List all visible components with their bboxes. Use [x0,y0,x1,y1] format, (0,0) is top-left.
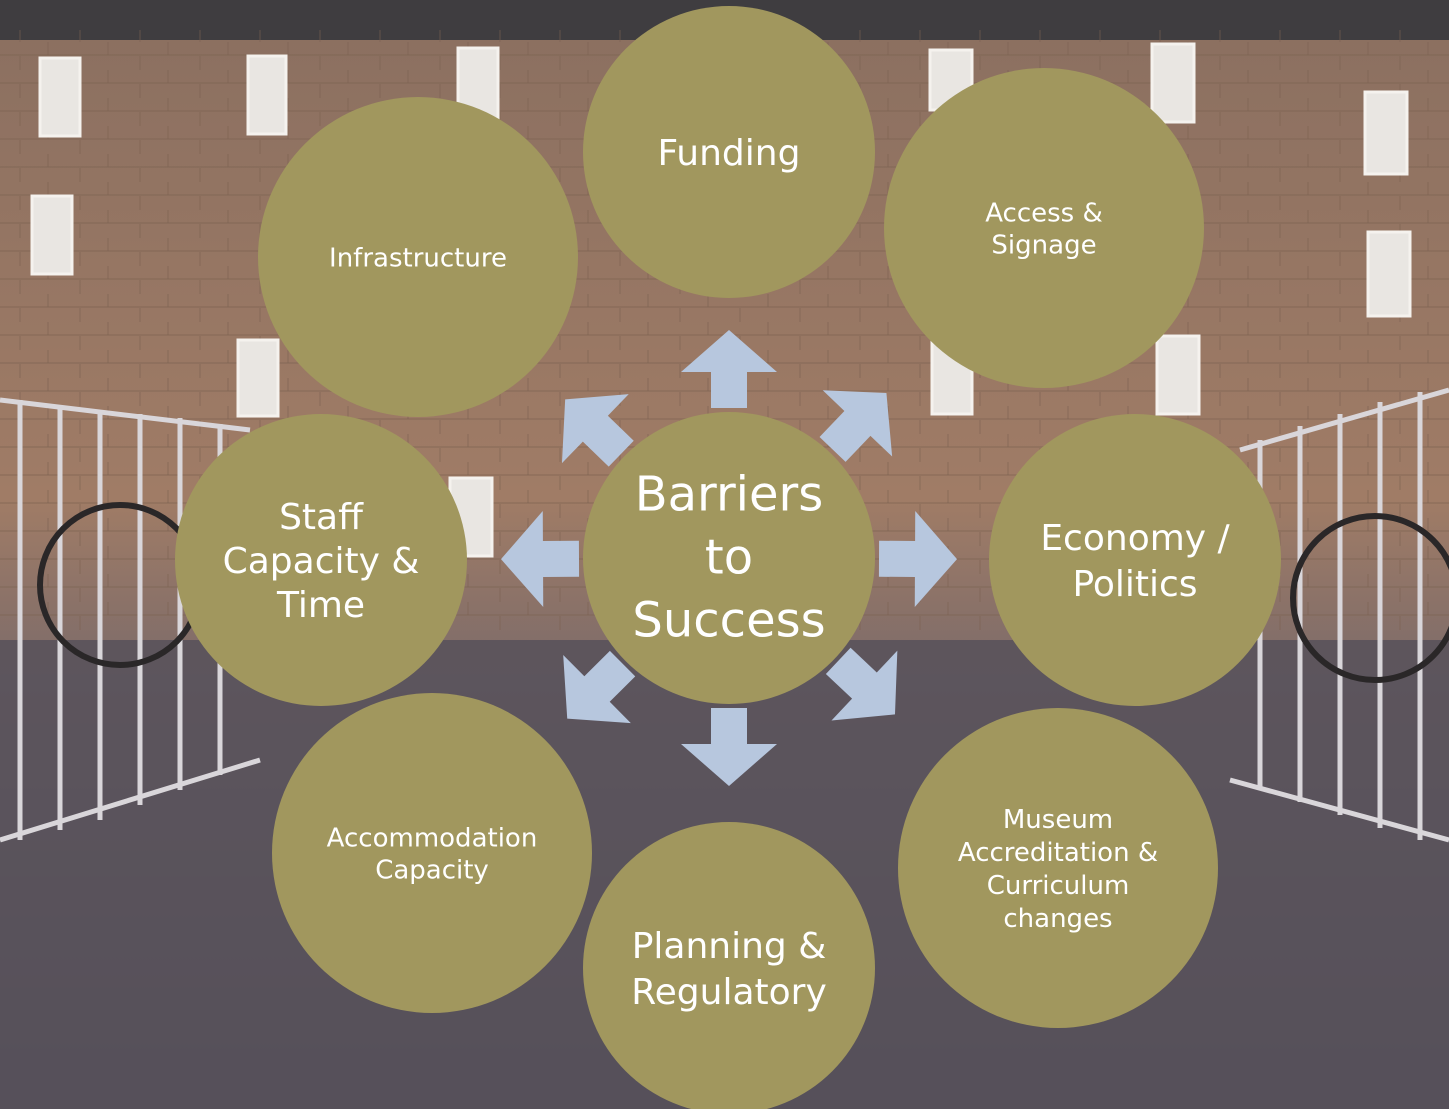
node-label-funding-line: Funding [658,133,801,174]
node-planning-regulatory: Planning & Regulatory [583,822,875,1109]
arrow-shape [825,647,898,721]
node-label-museum-accreditation-line: changes [1003,904,1112,934]
node-label-planning-regulatory: Planning & Regulatory [631,926,827,1013]
window [236,338,280,418]
arrow-shape [561,394,634,467]
node-label-access-signage-line: Signage [991,230,1096,260]
node-circle [884,68,1204,388]
arrow-to-funding [681,330,777,408]
node-label-staff-capacity-time-line: Staff [279,497,364,538]
node-label-staff-capacity-time-line: Capacity & [223,541,420,582]
node-circle [258,97,578,417]
node-circle [272,693,592,1013]
node-label-economy-politics: Economy / Politics [1040,518,1230,605]
arrow-to-museum-accreditation [825,647,898,721]
node-label-access-signage-line: Access & [985,198,1103,228]
node-access-signage: Access &Signage [884,68,1204,388]
node-circle [898,708,1218,1028]
arrow-shape [681,330,777,408]
node-circle [583,822,875,1109]
window [246,54,288,136]
arrow-shape [878,510,957,607]
arrow-shape [501,510,580,607]
node-funding: Funding [583,6,875,298]
node-label-planning-regulatory-line: Regulatory [631,972,827,1013]
arrow-shape [563,650,636,724]
node-label-economy-politics-line: Politics [1072,564,1197,605]
node-label-museum-accreditation-line: Curriculum [987,871,1130,901]
arrows-layer [501,330,957,786]
center-label-line: to [705,529,753,585]
node-infrastructure: Infrastructure [258,97,578,417]
arrow-to-staff-capacity-time [501,510,580,607]
node-label-infrastructure: Infrastructure [329,243,507,273]
arrow-shape [681,708,777,786]
node-label-access-signage: Access &Signage [985,198,1103,260]
node-label-funding: Funding [658,133,801,174]
window [1366,230,1412,318]
arrow-to-economy-politics [878,510,957,607]
node-label-economy-politics-line: Economy / [1040,518,1230,559]
window [1363,90,1409,176]
node-label-museum-accreditation-line: Museum [1003,805,1113,835]
window [1150,42,1196,124]
center-circle [583,412,875,704]
node-label-accommodation-capacity-line: Capacity [375,855,489,885]
arrow-to-planning-regulatory [681,708,777,786]
node-label-staff-capacity-time-line: Time [276,585,365,626]
arrow-to-accommodation-capacity [563,650,636,724]
node-circle [989,414,1281,706]
node-label-accommodation-capacity-line: Accommodation [327,823,538,853]
node-economy-politics: Economy / Politics [989,414,1281,706]
node-label-museum-accreditation-line: Accreditation & [958,838,1158,868]
center-label-line: Barriers [635,466,824,522]
node-circle [175,414,467,706]
arrow-shape [819,390,893,462]
window [38,56,82,138]
right-gate-emblem [1290,513,1449,683]
arrow-to-infrastructure [561,394,634,467]
arrow-to-access-signage [819,390,893,462]
node-label-infrastructure-line: Infrastructure [329,243,507,273]
window [1155,334,1201,416]
node-circle [583,6,875,298]
window [30,194,74,276]
right-gate [1229,387,1449,843]
center-label-line: Success [632,592,825,648]
node-label-planning-regulatory-line: Planning & [632,926,827,967]
